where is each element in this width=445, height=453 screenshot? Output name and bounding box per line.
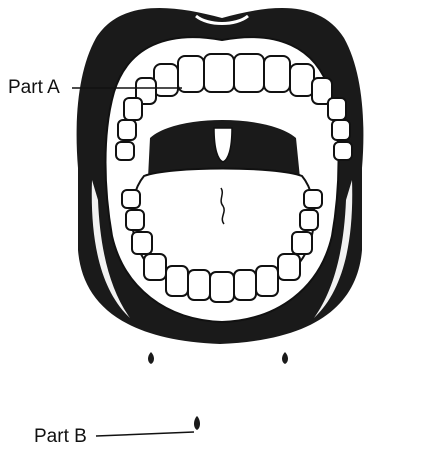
label-part-a: Part A xyxy=(8,78,60,97)
saliva-drips xyxy=(148,330,288,430)
label-part-b: Part B xyxy=(34,427,87,446)
leader-line-part-b xyxy=(96,432,194,436)
